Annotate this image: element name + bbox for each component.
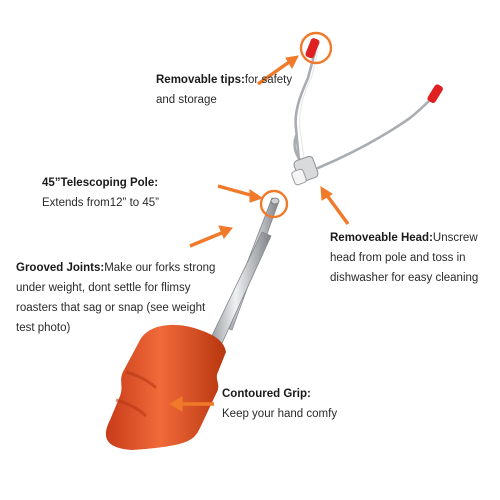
callout-title: Removable tips: <box>156 74 245 86</box>
callout-contoured-grip: Contoured Grip: Keep your hand comfy <box>222 384 382 424</box>
contoured-grip <box>105 324 226 450</box>
callout-telescoping-pole: 45”Telescoping Pole: Extends from12” to … <box>42 173 202 213</box>
telescoping-pole <box>206 197 280 353</box>
callout-title: Grooved Joints: <box>16 262 105 274</box>
callout-text: Extends from12” to 45” <box>42 197 159 209</box>
callout-text: Make our forks strong under weight, dont… <box>16 262 216 334</box>
callout-removable-head: Removeable Head:Unscrew head from pole a… <box>330 228 500 288</box>
arrow-icon <box>320 186 350 226</box>
callout-text: for safety and storage <box>156 74 293 106</box>
callout-removable-tips: Removable tips:for safety and storage <box>156 70 306 110</box>
arrow-icon <box>217 184 264 203</box>
callout-text: Keep your hand comfy <box>222 408 338 420</box>
removable-tips <box>305 38 443 103</box>
removable-head <box>291 155 319 186</box>
fork-head <box>293 49 436 174</box>
arrow-icon <box>256 55 299 86</box>
callout-grooved-joints: Grooved Joints:Make our forks strong und… <box>16 258 216 338</box>
callout-title: 45”Telescoping Pole: <box>42 177 159 189</box>
callout-text: Unscrew head from pole and toss in dishw… <box>330 232 479 284</box>
callout-title: Removeable Head: <box>330 232 433 244</box>
callout-title: Contoured Grip: <box>222 388 311 400</box>
arrow-icon <box>169 396 214 412</box>
highlight-circle-icon <box>259 189 289 219</box>
highlight-circle-icon <box>299 31 333 65</box>
arrow-icon <box>189 225 233 248</box>
